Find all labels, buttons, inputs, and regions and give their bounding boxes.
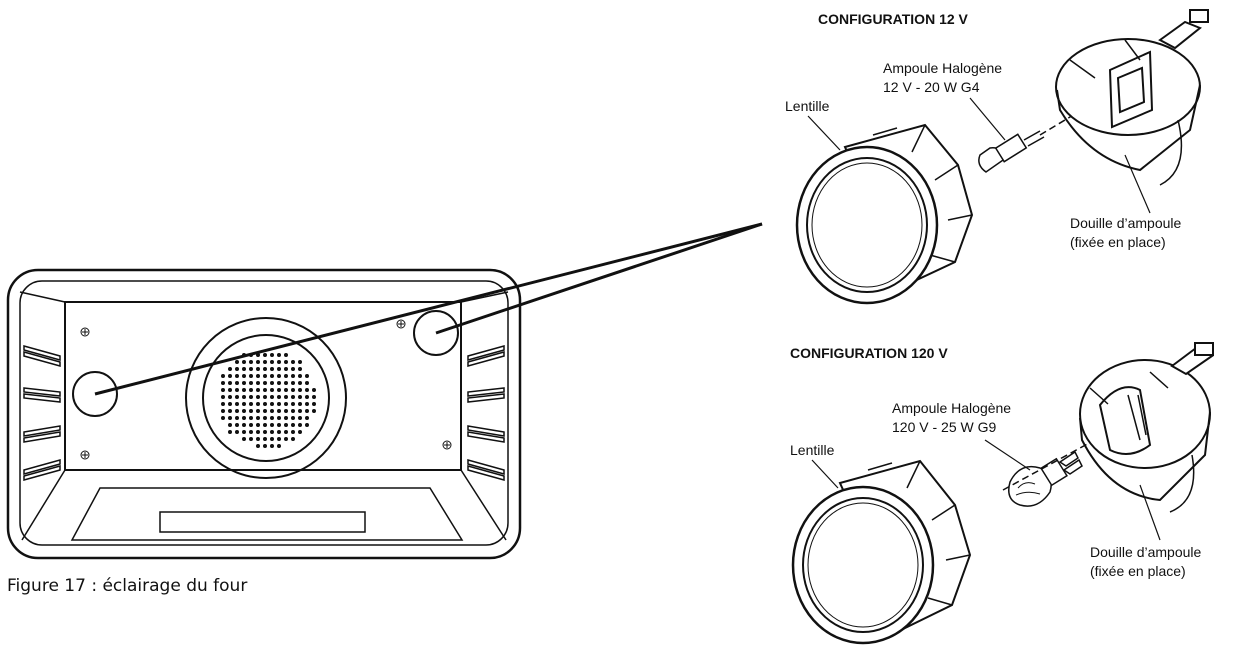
bulb-12v-label-line2: 12 V - 20 W G4 [883, 79, 980, 95]
bulb-120v-label-line1: Ampoule Halogène [892, 400, 1011, 416]
oven-bottom-slot [159, 511, 366, 533]
config-12v-heading: CONFIGURATION 12 V [818, 11, 969, 27]
lens-12v [795, 123, 974, 305]
oven-outer-frame [6, 268, 522, 560]
screw-bottom-left [80, 450, 90, 460]
fan-cover-inner [202, 334, 330, 462]
fan-cover-outer [185, 317, 347, 479]
oven-cavity-illustration [6, 268, 522, 560]
oven-lamp-right [413, 310, 459, 356]
config-12v: CONFIGURATION 12 V Ampoule Halog [785, 9, 1209, 305]
callout-lines [94, 222, 763, 396]
right-rack-rails [467, 345, 505, 481]
leader-lines-120v [811, 439, 1161, 541]
oven-bottom-vent [70, 487, 464, 541]
socket-120v-label-line1: Douille d’ampoule [1090, 544, 1202, 560]
bulb-120v-label-line2: 120 V - 25 W G9 [892, 419, 996, 435]
leader-lines-12v [807, 97, 1151, 214]
bulb-g9 [1008, 450, 1083, 507]
config-120v-heading: CONFIGURATION 120 V [790, 345, 948, 361]
lens-120v [791, 459, 972, 645]
lens-12v-label: Lentille [785, 98, 830, 114]
lens-120v-label: Lentille [790, 442, 835, 458]
figure-caption: Figure 17 : éclairage du four [7, 576, 247, 596]
oven-back-panel [64, 301, 462, 471]
screw-bottom-right [442, 440, 452, 450]
screw-top-right [396, 319, 406, 329]
socket-12v [1055, 9, 1209, 186]
socket-12v-label-line1: Douille d’ampoule [1070, 215, 1182, 231]
left-rack-rails [23, 345, 61, 481]
oven-lamp-left [72, 371, 118, 417]
fan-grille [221, 353, 316, 448]
socket-120v [1079, 342, 1214, 513]
screw-top-left [80, 327, 90, 337]
bulb-g4 [978, 130, 1045, 173]
socket-120v-label-line2: (fixée en place) [1090, 563, 1186, 579]
oven-inner-frame [19, 280, 509, 546]
config-120v: CONFIGURATION 120 V Ampou [790, 342, 1214, 645]
bulb-12v-label-line1: Ampoule Halogène [883, 60, 1002, 76]
socket-12v-label-line2: (fixée en place) [1070, 234, 1166, 250]
